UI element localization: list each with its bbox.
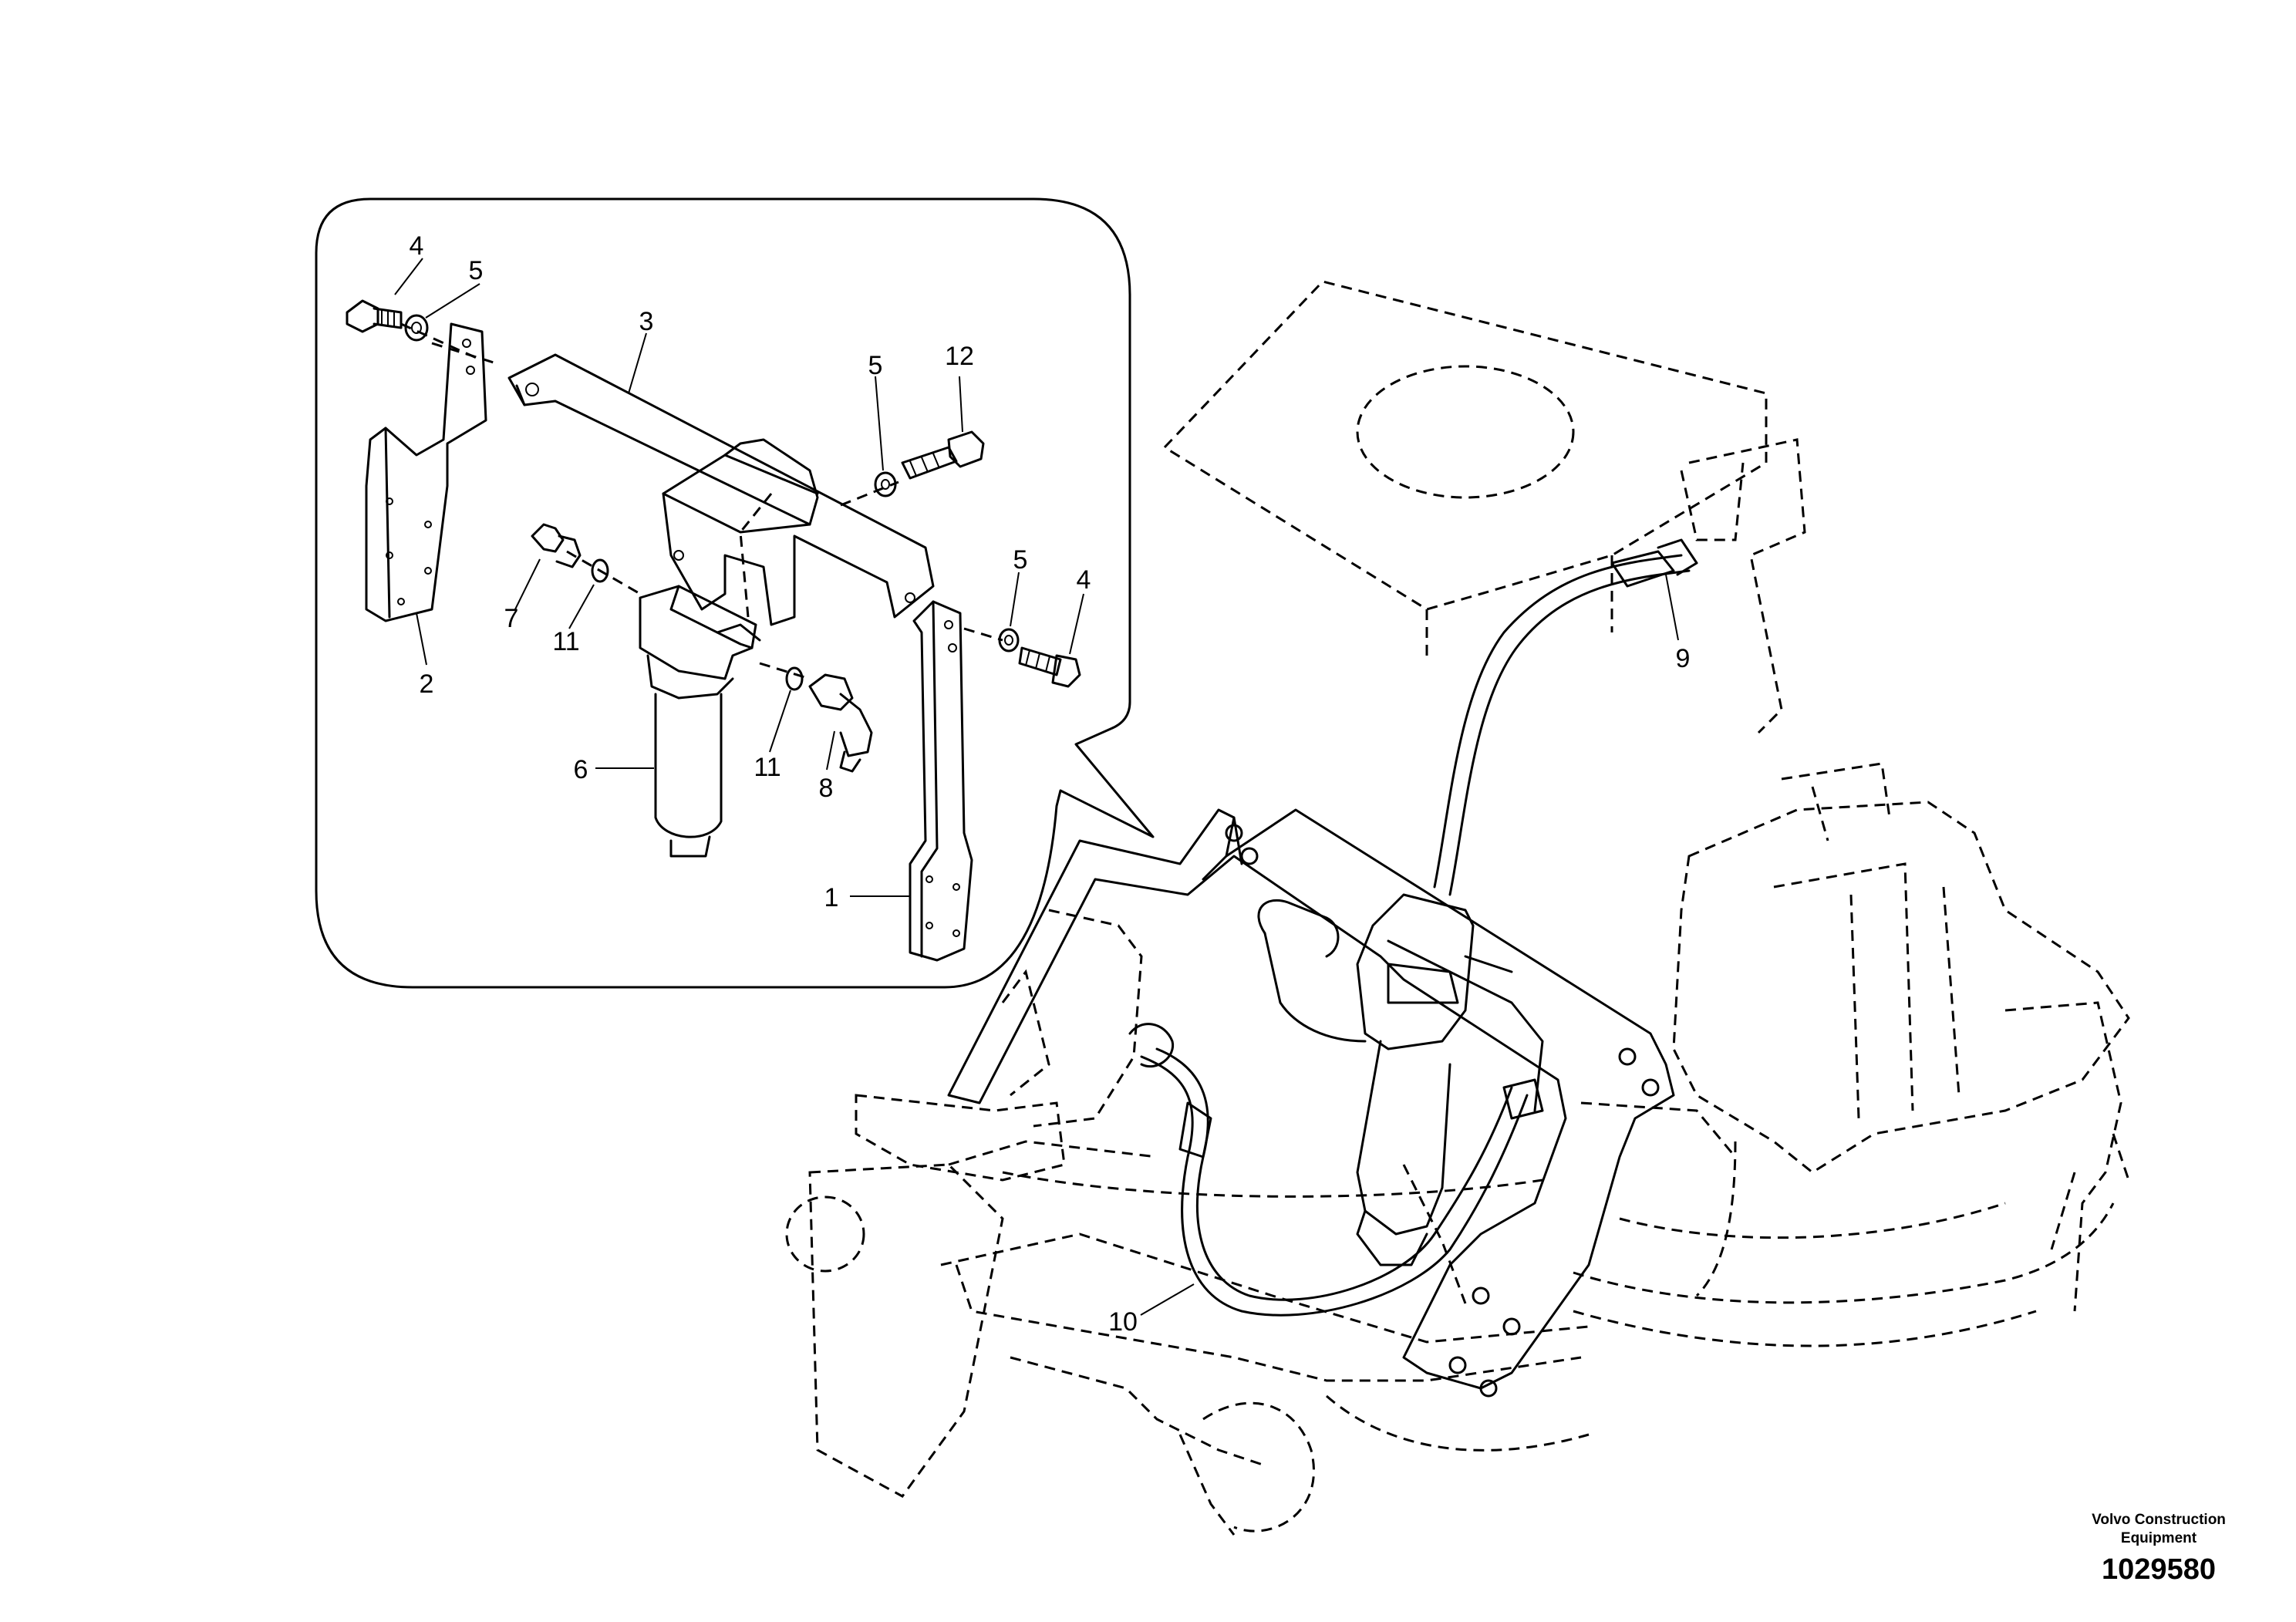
callout-1: 1: [824, 883, 839, 912]
callout-12: 12: [945, 342, 974, 371]
manufacturer-name-line2: Equipment: [2120, 1530, 2197, 1546]
callout-8: 8: [819, 774, 834, 803]
callout-6: 6: [574, 755, 588, 784]
callout-9: 9: [1676, 644, 1691, 673]
callout-5-right: 5: [1013, 545, 1028, 575]
callout-3: 3: [639, 307, 654, 336]
callout-11-right: 11: [754, 753, 781, 782]
callout-labels: 4 5 3 5 12 2 7 11 5 4 6 11 8 1 9 10: [410, 231, 1691, 1337]
callout-5-top-right: 5: [868, 351, 883, 380]
detail-callout-bubble: [315, 197, 1155, 989]
callout-4-right: 4: [1077, 565, 1091, 595]
callout-7: 7: [504, 604, 519, 633]
callout-4-top-left: 4: [410, 231, 424, 261]
callout-5-top-left: 5: [469, 256, 484, 285]
manufacturer-name-line1: Volvo Construction: [2092, 1512, 2226, 1528]
exploded-parts: [346, 299, 1081, 962]
machine-outline: [785, 280, 2130, 1536]
drawing-number: 1029580: [2102, 1553, 2216, 1586]
callout-2: 2: [420, 669, 434, 699]
leader-lines: [394, 258, 1679, 1316]
main-assembly: [947, 538, 1698, 1398]
callout-11-left: 11: [552, 627, 579, 656]
callout-10: 10: [1108, 1307, 1138, 1337]
